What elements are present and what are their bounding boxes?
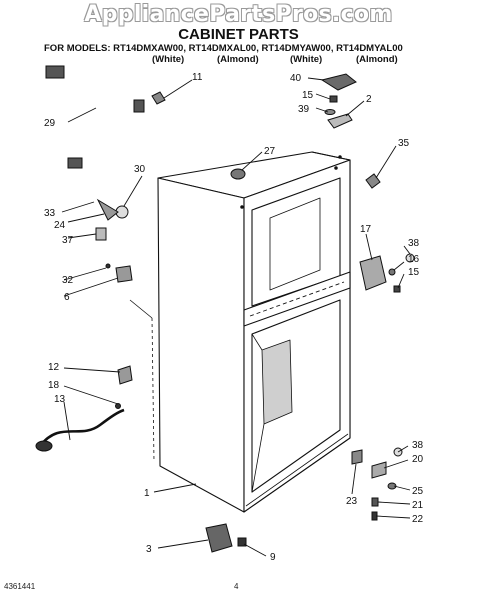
callout-25: 25: [412, 486, 424, 497]
color-label-4: (Almond): [356, 54, 398, 65]
callout-6: 6: [64, 292, 70, 303]
callout-20: 20: [412, 454, 424, 465]
callout-15b: 15: [408, 267, 420, 278]
page-number: 4: [234, 582, 239, 591]
callout-30: 30: [134, 164, 146, 175]
cabinet-left-side: [157, 177, 245, 513]
clip-part: [117, 365, 133, 385]
callout-13: 13: [54, 394, 66, 405]
callout-12: 12: [48, 362, 60, 373]
callout-16: 16: [408, 254, 420, 265]
wiring-harness-part: [45, 65, 65, 79]
document-number: 4361441: [4, 582, 36, 591]
callout-40: 40: [290, 73, 302, 84]
leveling-leg-part: [205, 523, 233, 553]
color-label-3: (White): [290, 54, 323, 65]
color-label-2: (Almond): [217, 54, 259, 65]
models-line: FOR MODELS: RT14DMXAW00, RT14DMXAL00, RT…: [44, 43, 403, 54]
callout-9: 9: [270, 552, 276, 563]
top-hinge-part: [327, 113, 353, 129]
callout-38: 38: [408, 238, 420, 249]
callout-37: 37: [62, 235, 74, 246]
page-title: CABINET PARTS: [178, 26, 299, 43]
center-hinge-part: [359, 255, 387, 291]
callout-18: 18: [48, 380, 60, 391]
callout-3: 3: [146, 544, 152, 555]
callout-23: 23: [346, 496, 358, 507]
callout-39: 39: [298, 104, 310, 115]
bulb-part: [95, 227, 107, 241]
callout-1: 1: [144, 488, 150, 499]
callout-22: 22: [412, 514, 424, 525]
bottom-hinge-part: [351, 449, 363, 465]
callout-27: 27: [264, 146, 276, 157]
power-cord-part: [38, 408, 125, 447]
callout-38b: 38: [412, 440, 424, 451]
callout-24: 24: [54, 220, 66, 231]
cap-part: [365, 173, 381, 189]
callout-33: 33: [44, 208, 56, 219]
color-label-1: (White): [152, 54, 185, 65]
screw-part: [329, 95, 338, 103]
callout-17: 17: [360, 224, 372, 235]
callout-21: 21: [412, 500, 424, 511]
callout-2: 2: [366, 94, 372, 105]
callout-15: 15: [302, 90, 314, 101]
hinge-cover-part: [320, 73, 357, 91]
callout-11: 11: [192, 72, 203, 83]
callout-35: 35: [398, 138, 410, 149]
callout-29: 29: [44, 118, 56, 129]
plug-part: [230, 168, 246, 180]
bracket-part: [115, 265, 133, 283]
watermark: AppliancePartsPros.com: [84, 2, 393, 27]
bolt-part: [151, 91, 166, 105]
callout-32: 32: [62, 275, 74, 286]
